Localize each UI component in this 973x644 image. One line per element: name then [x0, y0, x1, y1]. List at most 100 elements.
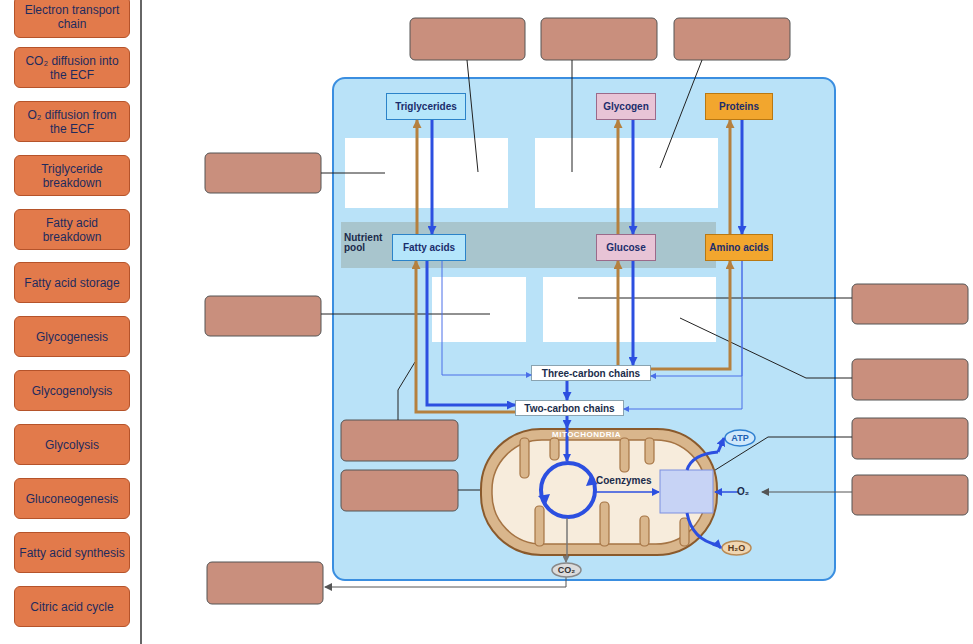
band-label: Nutrient pool — [344, 233, 390, 253]
flow-arrow — [431, 120, 434, 234]
flow-arrow — [632, 120, 635, 234]
node-label: Glucose — [606, 242, 645, 253]
leader-line — [321, 173, 385, 174]
answer-slot — [205, 153, 321, 193]
organelle-label: MITOCHONDRIA — [552, 430, 652, 439]
flow-arrow — [729, 120, 732, 234]
blank-box — [432, 277, 526, 342]
node-label: CO₂ — [558, 565, 576, 575]
node-label: Glycogenesis — [36, 330, 108, 344]
leader-line — [578, 298, 852, 299]
answer-slot — [410, 18, 525, 60]
flow-arrow — [416, 120, 419, 234]
node-label: Proteins — [719, 101, 759, 112]
term-button: Electron transport chain — [14, 0, 130, 38]
product-oval: H₂O — [721, 540, 752, 556]
nutrient-box: Amino acids — [705, 234, 773, 261]
coenzyme-label: Coenzymes — [596, 475, 666, 486]
oval-shape — [552, 563, 581, 577]
term-button: Glycogenolysis — [14, 370, 130, 411]
node-label: O₂ diffusion from the ECF — [19, 108, 125, 136]
term-button: Glycogenesis — [14, 316, 130, 357]
mitochondrion-outline — [480, 428, 718, 556]
flow-arrow — [427, 261, 515, 405]
node-label: Triglyceride breakdown — [19, 162, 125, 190]
flow-arrow — [442, 261, 531, 375]
answer-slot — [541, 18, 657, 60]
nutrient-box: Proteins — [705, 93, 773, 120]
blank-box — [543, 277, 716, 342]
node-label: Two-carbon chains — [524, 403, 614, 414]
answer-slot — [674, 18, 790, 60]
flow-arrow — [617, 120, 620, 234]
term-button: Gluconeogenesis — [14, 478, 130, 519]
flow-arrow — [617, 261, 620, 365]
nutrient-pool-band: Nutrient poolFatty acidsGlucoseAmino aci… — [341, 222, 716, 268]
answer-slot — [852, 475, 968, 515]
node-label: Electron transport chain — [19, 3, 125, 31]
answer-slot — [852, 418, 968, 459]
nutrient-box: Glycogen — [596, 93, 656, 120]
node-label: Fatty acid storage — [24, 276, 119, 290]
node-label: Fatty acid synthesis — [19, 546, 124, 560]
leader-line — [467, 60, 478, 172]
node-label: Gluconeogenesis — [26, 492, 119, 506]
oval-shape — [722, 541, 751, 555]
leader-line — [398, 362, 415, 420]
cell-outline — [333, 78, 835, 580]
term-button: Triglyceride breakdown — [14, 155, 130, 196]
node-label: Triglycerides — [395, 101, 457, 112]
answer-slot — [341, 470, 458, 511]
answer-slot — [852, 359, 968, 400]
leader-line — [680, 318, 852, 378]
answer-slot — [207, 562, 323, 604]
flow-arrow — [416, 261, 515, 412]
blank-box — [535, 138, 718, 208]
node-label: Fatty acids — [403, 242, 455, 253]
term-button: Citric acid cycle — [14, 586, 130, 627]
nutrient-box: Triglycerides — [386, 93, 466, 120]
node-label: Fatty acid breakdown — [19, 216, 125, 244]
oval-shape — [725, 430, 755, 446]
nutrient-box: Glucose — [596, 234, 656, 261]
term-button: Glycolysis — [14, 424, 130, 465]
answer-slot — [341, 420, 458, 461]
node-label: Three-carbon chains — [542, 368, 640, 379]
flow-arrow — [718, 438, 724, 452]
flow-arrow — [566, 381, 569, 400]
oxygen-label: O₂ — [737, 486, 749, 497]
answer-slot — [852, 284, 968, 324]
leader-line — [572, 60, 573, 172]
term-button: Fatty acid storage — [14, 262, 130, 303]
carbon-chain-box: Three-carbon chains — [531, 365, 651, 381]
oxygen-inflow-line — [762, 492, 852, 493]
leader-line — [660, 60, 702, 168]
answer-slot — [205, 296, 321, 336]
term-button: Fatty acid breakdown — [14, 209, 130, 250]
node-label: CO₂ diffusion into the ECF — [19, 54, 125, 82]
co2-outflow-line — [325, 577, 566, 587]
node-label: H₂O — [728, 543, 746, 553]
product-oval: ATP — [724, 429, 756, 447]
node-label: Glycolysis — [45, 438, 99, 452]
product-oval: CO₂ — [551, 562, 582, 578]
flow-arrow — [718, 545, 721, 548]
flow-arrow — [624, 261, 742, 409]
flow-arrow — [565, 556, 567, 562]
divider-line — [140, 0, 142, 644]
node-label: ATP — [731, 433, 748, 443]
node-label: Citric acid cycle — [30, 600, 113, 614]
flow-arrow — [566, 416, 569, 428]
mitochondrion: MITOCHONDRIA Coenzymes — [480, 428, 718, 556]
flow-arrow — [741, 120, 744, 234]
term-button: Fatty acid synthesis — [14, 532, 130, 573]
nutrient-box: Fatty acids — [392, 234, 466, 261]
node-label: Glycogen — [603, 101, 649, 112]
flow-arrow — [651, 261, 730, 369]
node-label: Glycogenolysis — [32, 384, 113, 398]
flow-arrow — [632, 261, 635, 365]
leader-line — [321, 314, 490, 315]
